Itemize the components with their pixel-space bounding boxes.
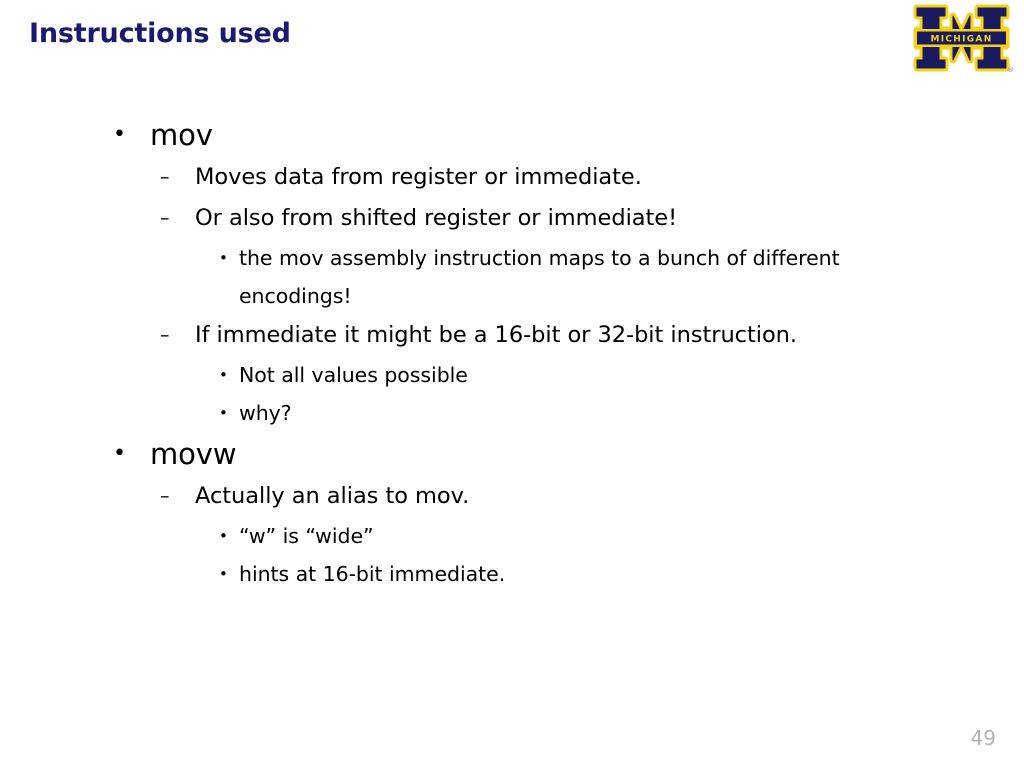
bullet-marker-l3: • bbox=[219, 404, 228, 422]
bullet-text: Or also from shifted register or immedia… bbox=[195, 205, 678, 231]
bullet-text: the mov assembly instruction maps to a b… bbox=[239, 246, 840, 308]
bullet-item-l3: • hints at 16-bit immediate. bbox=[0, 555, 1024, 593]
bullet-item-l1: • mov bbox=[0, 113, 1024, 157]
logo-wordmark: MICHIGAN bbox=[930, 34, 992, 44]
registered-trademark-icon: ® bbox=[1007, 66, 1014, 74]
bullet-marker-l3: • bbox=[219, 249, 228, 267]
bullet-marker-l3: • bbox=[219, 527, 228, 545]
bullet-text: If immediate it might be a 16-bit or 32-… bbox=[195, 322, 797, 348]
bullet-item-l3: • “w” is “wide” bbox=[0, 517, 1024, 555]
bullet-marker-l3: • bbox=[219, 565, 228, 583]
bullet-marker-l2: – bbox=[160, 207, 170, 229]
bullet-text: Not all values possible bbox=[239, 363, 468, 387]
bullet-text: Moves data from register or immediate. bbox=[195, 164, 642, 190]
bullet-text: why? bbox=[239, 401, 292, 425]
bullet-item-l2: – Or also from shifted register or immed… bbox=[0, 198, 1024, 239]
bullet-item-l1: • movw bbox=[0, 432, 1024, 476]
bullet-item-l3: • Not all values possible bbox=[0, 356, 1024, 394]
bullet-marker-l3: • bbox=[219, 366, 228, 384]
bullet-text: “w” is “wide” bbox=[239, 524, 374, 548]
bullet-marker-l1: • bbox=[113, 122, 126, 147]
bullet-item-l2: – Moves data from register or immediate. bbox=[0, 157, 1024, 198]
page-number: 49 bbox=[970, 726, 996, 750]
bullet-text: Actually an alias to mov. bbox=[195, 483, 470, 509]
bullet-text: mov bbox=[150, 118, 213, 152]
bullet-item-l3: • the mov assembly instruction maps to a… bbox=[0, 239, 1024, 315]
bullet-item-l2: – If immediate it might be a 16-bit or 3… bbox=[0, 315, 1024, 356]
bullet-item-l3: • why? bbox=[0, 394, 1024, 432]
bullet-text: hints at 16-bit immediate. bbox=[239, 562, 506, 586]
slide-body: • mov – Moves data from register or imme… bbox=[0, 113, 1024, 593]
bullet-marker-l2: – bbox=[160, 324, 170, 346]
bullet-marker-l2: – bbox=[160, 485, 170, 507]
bullet-marker-l1: • bbox=[113, 441, 126, 466]
block-m-icon: MICHIGAN bbox=[913, 4, 1010, 72]
page-title: Instructions used bbox=[29, 18, 291, 49]
bullet-marker-l2: – bbox=[160, 166, 170, 188]
bullet-text: movw bbox=[150, 437, 237, 471]
bullet-item-l2: – Actually an alias to mov. bbox=[0, 476, 1024, 517]
university-of-michigan-logo: MICHIGAN ® bbox=[913, 4, 1014, 74]
